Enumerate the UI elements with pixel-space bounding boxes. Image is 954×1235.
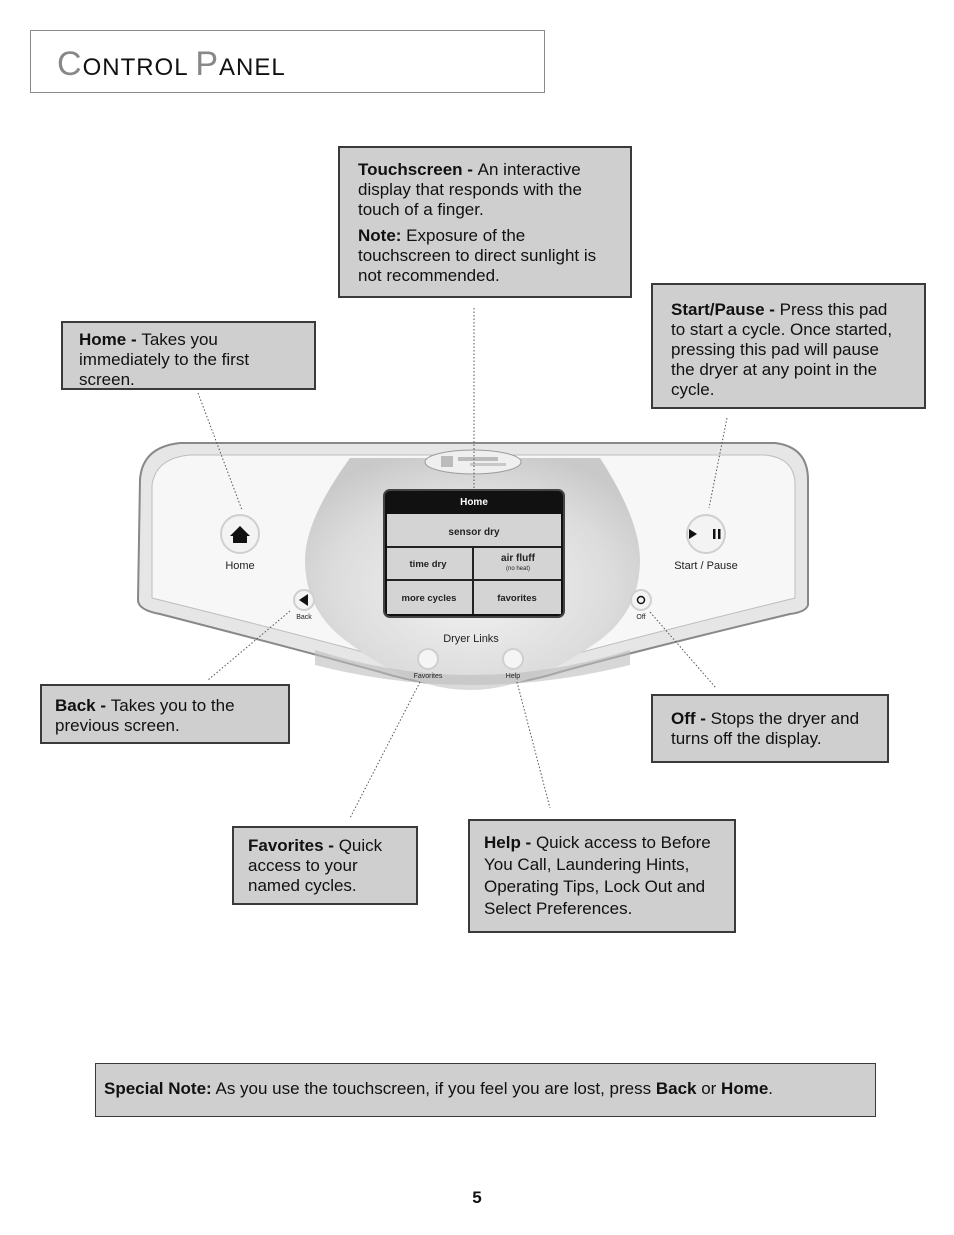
svg-text:sensor dry: sensor dry xyxy=(448,527,500,538)
svg-text:air fluff: air fluff xyxy=(501,553,536,564)
off-icon xyxy=(636,595,646,605)
callout-home: Home - Takes you immediately to the firs… xyxy=(61,321,316,390)
leader-help xyxy=(516,681,551,809)
svg-text:favorites: favorites xyxy=(497,593,537,604)
svg-text:(no heat): (no heat) xyxy=(506,566,530,572)
special-note-box: Special Note: As you use the touchscreen… xyxy=(95,1063,876,1117)
page-title-box: CONTROL PANEL xyxy=(30,30,545,93)
start-pause-button[interactable] xyxy=(686,514,726,554)
screen-button-favorites[interactable]: favorites xyxy=(497,593,537,604)
leader-lines xyxy=(197,308,728,819)
pause-icon xyxy=(713,529,716,539)
svg-text:time dry: time dry xyxy=(410,559,448,570)
callout-back: Back - Takes you to the previous screen. xyxy=(40,684,290,744)
callout-off: Off - Stops the dryer and turns off the … xyxy=(651,694,889,763)
screen-button-sensor-dry[interactable]: sensor dry xyxy=(448,527,500,538)
off-button[interactable] xyxy=(630,589,652,611)
house-icon xyxy=(230,526,250,543)
back-arrow-icon xyxy=(299,594,308,606)
svg-text:more cycles: more cycles xyxy=(402,593,457,604)
favorites-label: Favorites xyxy=(414,673,443,680)
help-label: Help xyxy=(506,673,521,680)
start-pause-label: Start / Pause xyxy=(674,560,738,572)
help-button[interactable] xyxy=(502,648,524,670)
play-icon xyxy=(689,529,697,539)
leader-back xyxy=(207,610,291,681)
callout-help: Help - Quick access to Before You Call, … xyxy=(468,819,736,933)
callout-touchscreen: Touchscreen - An interactive display tha… xyxy=(338,146,632,298)
favorites-button[interactable] xyxy=(417,648,439,670)
off-label: Off xyxy=(636,614,645,621)
screen-button-time-dry[interactable]: time dry xyxy=(410,559,448,570)
callout-favorites: Favorites - Quick access to your named c… xyxy=(232,826,418,905)
home-button[interactable] xyxy=(220,514,260,554)
back-button[interactable] xyxy=(293,589,315,611)
leader-off xyxy=(649,611,717,689)
callout-start-pause: Start/Pause - Press this pad to start a … xyxy=(651,283,926,409)
page-title: CONTROL PANEL xyxy=(57,45,286,83)
dryer-links-label: Dryer Links xyxy=(443,633,499,645)
screen-button-air-fluff[interactable]: air fluff (no heat) xyxy=(501,553,536,572)
brand-logo xyxy=(424,449,522,475)
page-number: 5 xyxy=(472,1188,482,1207)
back-label: Back xyxy=(296,614,312,621)
leader-start-pause xyxy=(708,417,728,509)
screen-header-home: Home xyxy=(460,497,488,508)
screen-button-more-cycles[interactable]: more cycles xyxy=(402,593,457,604)
leader-favorites xyxy=(349,681,421,819)
home-label: Home xyxy=(225,560,254,572)
